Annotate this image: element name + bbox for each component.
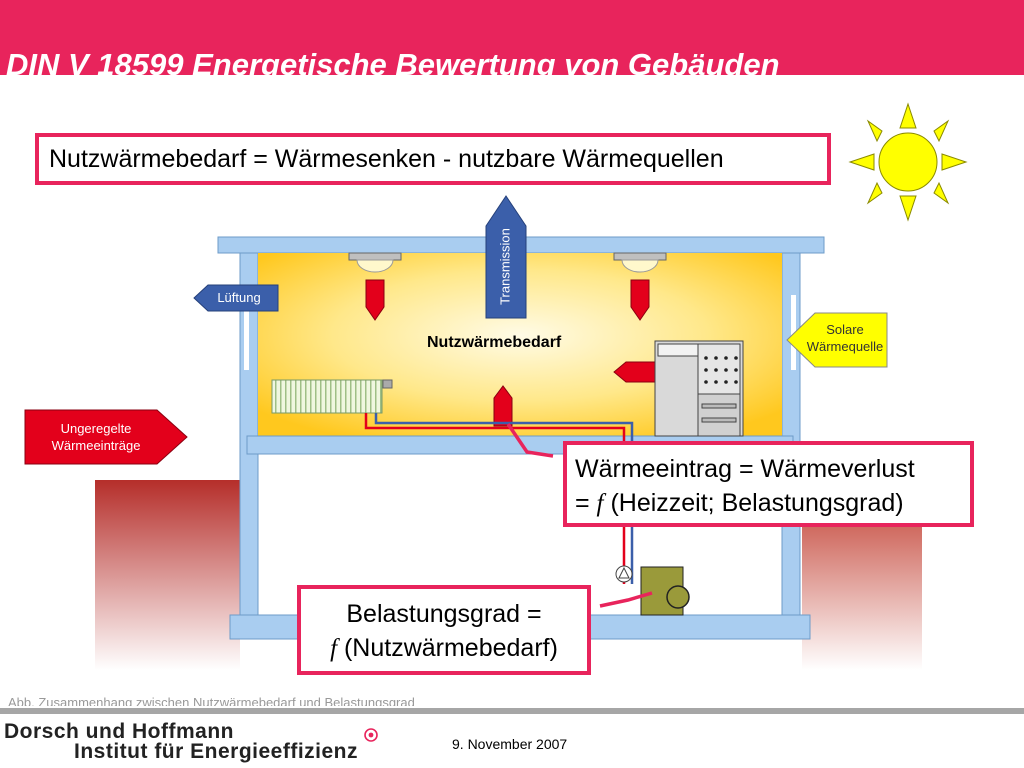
belastungsgrad-line2: f (Nutzwärmebedarf) [301,631,587,666]
logo-text-line1: Dorsch und Hoffmann [4,720,234,743]
room-label: Nutzwärmebedarf [427,334,562,351]
solar-label-line1: Solare [826,322,864,337]
left-window [244,295,249,370]
slide-date: 9. November 2007 [452,736,568,752]
waermeeintrag-line2: = f (Heizzeit; Belastungsgrad) [575,486,970,521]
ungeregelte-label-line2: Wärmeeinträge [51,438,141,453]
radiator-valve-icon [382,379,393,389]
pointer-grad [599,591,653,608]
formula-box: Nutzwärmebedarf = Wärmesenken - nutzbare… [35,133,831,185]
sun-icon [848,102,968,222]
logo-text-line2: Institut für Energieeffizienz [74,740,359,763]
radiator-icon [271,379,383,414]
footer-divider [0,708,1024,714]
logo-mark-icon [364,728,378,742]
solar-label-line2: Wärmequelle [806,339,884,354]
belastungsgrad-line1: Belastungsgrad = [346,600,542,628]
figure-caption: Abb. Zusammenhang zwischen Nutzwärmebeda… [8,695,415,706]
ground-left [95,480,240,670]
pump-icon [615,565,633,583]
ungeregelte-label-line1: Ungeregelte [60,421,132,436]
waermeeintrag-args: (Heizzeit; Belastungsgrad) [603,489,904,517]
waermeeintrag-line1: Wärmeeintrag = Wärmeverlust [575,455,915,483]
transmission-arrow [485,195,527,319]
transmission-label: Transmission [497,228,513,305]
heat-arrow-left [365,279,385,321]
slide-title: DIN V 18599 Energetische Bewertung von G… [6,47,780,75]
function-symbol: f [596,490,604,517]
heat-arrow-up [493,385,513,427]
ungeregelte-label: Ungeregelte Wärmeeinträge [28,420,164,454]
lueftung-label: Lüftung [217,290,261,305]
ceiling-lamp-left-icon [348,252,402,273]
solar-label: Solare Wärmequelle [804,321,886,355]
belastungsgrad-box: Belastungsgrad = f (Nutzwärmebedarf) [297,585,591,675]
heat-arrow-right [630,279,650,321]
function-symbol: f [330,635,338,662]
belastungsgrad-args: (Nutzwärmebedarf) [337,634,558,662]
solar-arrow [786,312,888,368]
waermeeintrag-box: Wärmeeintrag = Wärmeverlust = f (Heizzei… [563,441,974,527]
equipment-cabinet-icon [654,340,744,437]
lueftung-arrow [193,284,279,312]
ungeregelte-arrow [24,409,188,465]
title-bar [0,0,1024,75]
ceiling-lamp-right-icon [613,252,667,273]
boiler-icon [640,566,690,616]
pointer-eintrag [506,423,554,458]
equals-sign: = [575,489,597,517]
right-window [791,295,796,370]
